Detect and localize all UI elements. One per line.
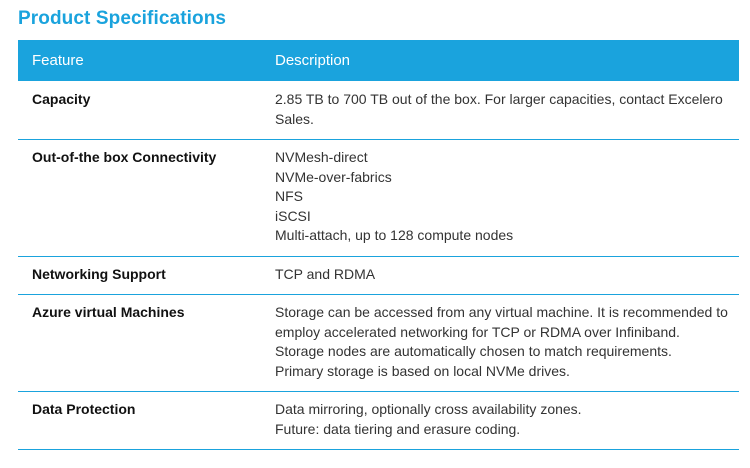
header-row: Feature Description	[18, 40, 739, 81]
description-line: Storage nodes are automatically chosen t…	[275, 343, 672, 359]
description-cell: Storage can be accessed from any virtual…	[257, 294, 739, 392]
feature-cell: Azure virtual Machines	[18, 294, 257, 392]
description-line: iSCSI	[275, 207, 311, 224]
spec-table: Feature Description Capacity 2.85 TB to …	[18, 40, 739, 450]
table-row: Capacity 2.85 TB to 700 TB out of the bo…	[18, 81, 739, 140]
page-title: Product Specifications	[18, 8, 227, 29]
table-row: Out-of-the box Connectivity NVMesh-direc…	[18, 139, 739, 257]
description-cell: TCP and RDMA	[257, 256, 739, 295]
table-header: Feature Description	[18, 40, 739, 81]
header-feature: Feature	[18, 40, 257, 81]
table-row: Azure virtual Machines Storage can be ac…	[18, 294, 739, 392]
description-line: 2.85 TB to 700 TB out of the box. For la…	[275, 91, 723, 127]
feature-cell: Networking Support	[18, 256, 257, 295]
description-line: NVMe-over-fabrics	[275, 168, 392, 185]
description-line: Future: data tiering and erasure coding.	[275, 420, 521, 437]
feature-cell: Data Protection	[18, 391, 257, 450]
description-line: Storage can be accessed from any virtual…	[275, 304, 728, 340]
header-description: Description	[257, 40, 739, 81]
feature-cell: Out-of-the box Connectivity	[18, 139, 257, 257]
description-cell: Data mirroring, optionally cross availab…	[257, 391, 739, 450]
table-row: Data Protection Data mirroring, optional…	[18, 391, 739, 450]
description-line: TCP and RDMA	[275, 265, 376, 282]
description-line: Multi-attach, up to 128 compute nodes	[275, 227, 514, 243]
description-line: Primary storage is based on local NVMe d…	[275, 362, 570, 379]
description-line: NVMesh-direct	[275, 149, 368, 165]
description-cell: 2.85 TB to 700 TB out of the box. For la…	[257, 81, 739, 140]
description-line: Data mirroring, optionally cross availab…	[275, 401, 582, 417]
description-line: NFS	[275, 188, 303, 204]
feature-cell: Capacity	[18, 81, 257, 140]
description-cell: NVMesh-direct NVMe-over-fabrics NFS iSCS…	[257, 139, 739, 257]
table-row: Networking Support TCP and RDMA	[18, 256, 739, 295]
